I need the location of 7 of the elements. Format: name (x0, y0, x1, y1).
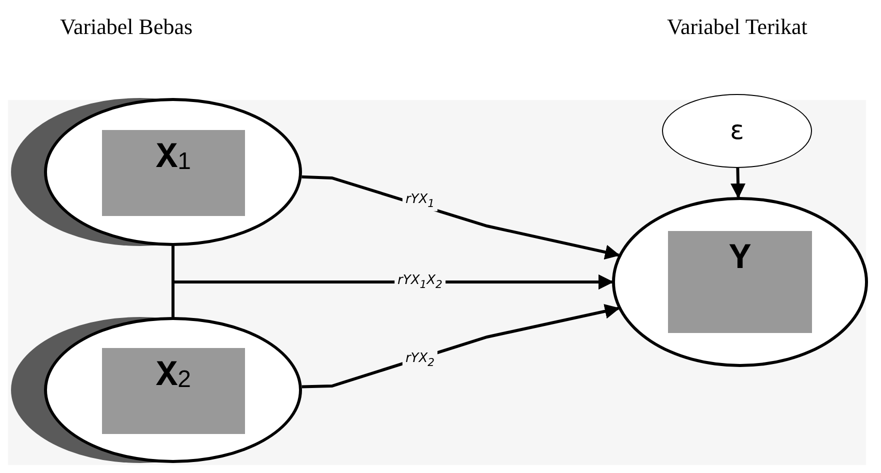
variable-label: Y (668, 231, 812, 333)
column-heading: Variabel Terikat (667, 14, 808, 40)
column-heading: Variabel Bebas (60, 14, 193, 40)
edge-label: rYX$_{1}$ (402, 191, 438, 211)
error-symbol: ε (730, 116, 744, 146)
arrow (730, 168, 746, 198)
arrow (172, 274, 614, 317)
